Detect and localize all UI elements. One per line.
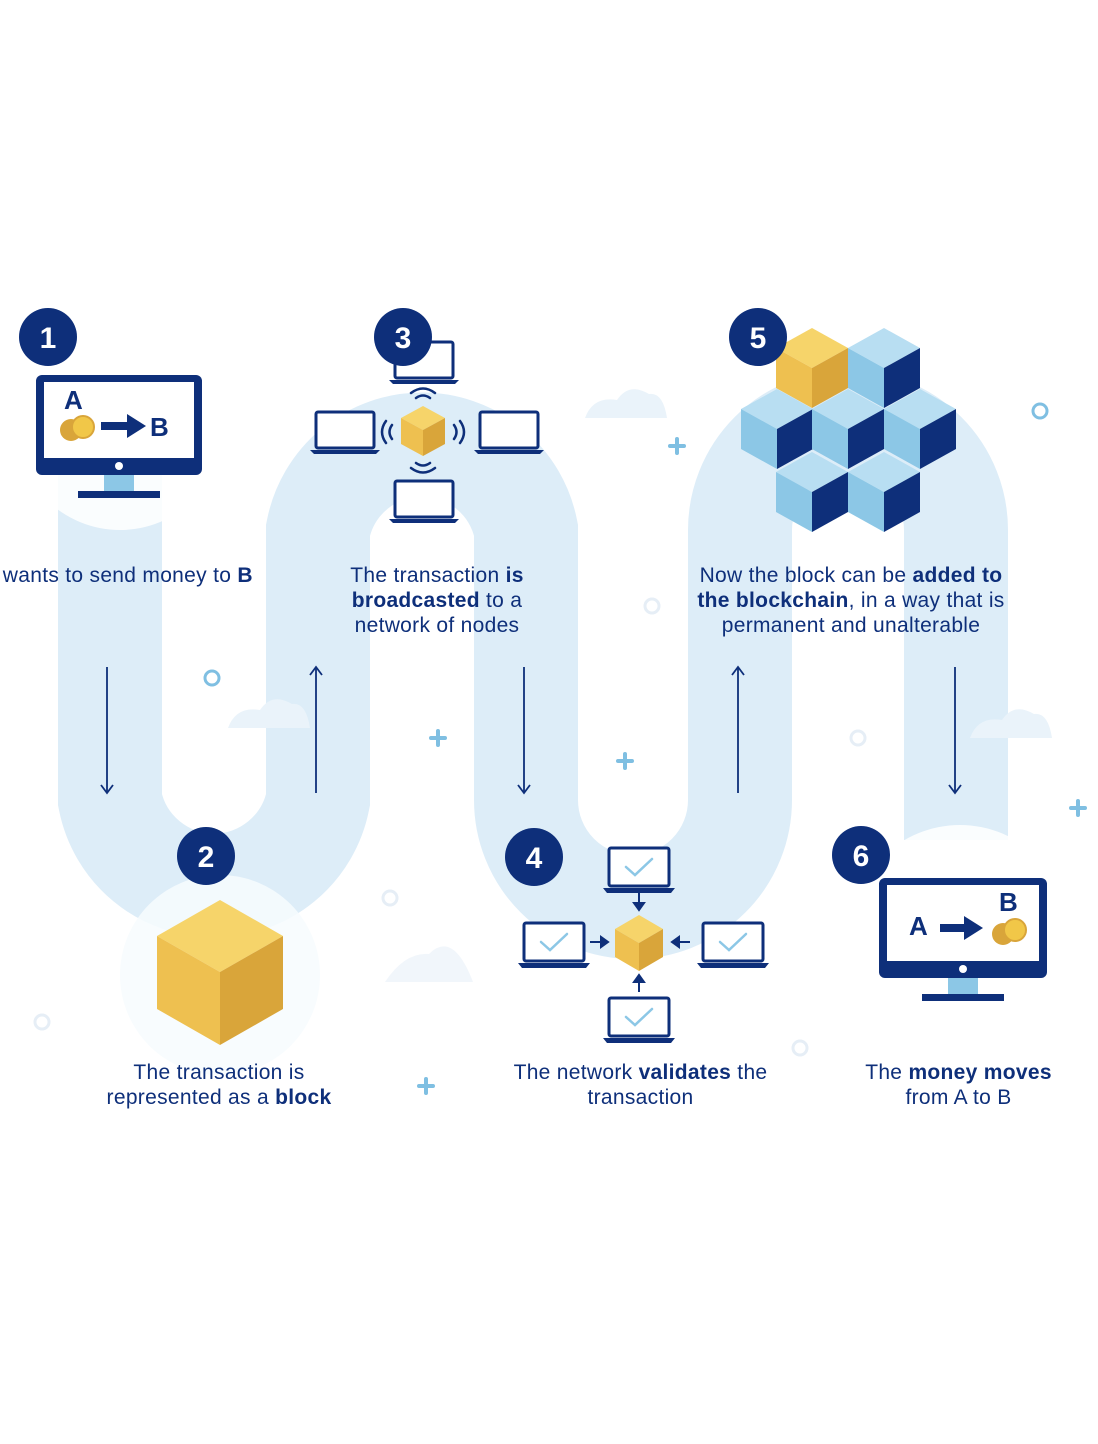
step-2-badge: 2 <box>177 827 235 885</box>
arrow-up-4 <box>731 665 745 793</box>
step-badges: 1 2 3 4 5 6 <box>19 308 890 886</box>
arrow-up-2 <box>309 665 323 793</box>
caption-bold: money moves <box>908 1061 1052 1084</box>
svg-text:6: 6 <box>853 840 870 873</box>
step-4-badge: 4 <box>505 828 563 886</box>
arrow-right-icon <box>940 916 983 940</box>
laptop-icon <box>387 479 461 525</box>
screen-label-a: A <box>64 385 83 415</box>
step-1-badge: 1 <box>19 308 77 366</box>
arrow-down-1 <box>100 667 114 795</box>
screen-label-b: B <box>999 887 1018 917</box>
laptop-icon <box>308 410 382 456</box>
laptop-check-icon <box>695 921 771 970</box>
step-1-caption: A wants to send money to B <box>0 563 277 588</box>
ring-decorations <box>33 402 1049 1057</box>
caption-text: from A to B <box>905 1086 1012 1109</box>
inward-arrows-icon <box>590 893 690 992</box>
caption-bold: validates <box>638 1061 732 1084</box>
caption-text: Now the block can be <box>699 564 913 587</box>
caption-bold: added to the blockchain <box>697 564 1003 612</box>
caption-text: the transaction <box>587 1061 768 1109</box>
svg-text:2: 2 <box>198 841 215 874</box>
laptop-icon <box>472 410 546 456</box>
arrow-down-5 <box>948 667 962 795</box>
caption-text: , in a way that is permanent and unalter… <box>721 589 1005 637</box>
caption-text: The network <box>513 1061 639 1084</box>
coins-icon <box>992 918 1027 945</box>
step-2-caption: The transaction is represented as a bloc… <box>74 1060 364 1110</box>
caption-bold: is broadcasted <box>351 564 524 612</box>
step-6-badge: 6 <box>832 826 890 884</box>
svg-text:3: 3 <box>395 322 412 355</box>
caption-text: The transaction <box>350 564 506 587</box>
laptop-check-icon <box>601 846 677 895</box>
laptop-check-icon <box>516 921 592 970</box>
step-3-caption: The transaction is broadcasted to a netw… <box>322 563 552 638</box>
computer-money-received-icon: A B <box>879 878 1047 1001</box>
signal-waves-icon <box>380 387 466 474</box>
caption-text: wants to send money to <box>0 564 238 587</box>
plus-decorations <box>417 437 1087 1095</box>
svg-text:4: 4 <box>526 842 543 875</box>
caption-text: The <box>865 1061 909 1084</box>
arrow-down-3 <box>517 667 531 795</box>
arrow-right-icon <box>101 414 146 438</box>
gold-block-icon <box>157 900 283 1045</box>
blockchain-cubes-icon <box>741 328 956 532</box>
laptop-check-icon <box>601 996 677 1045</box>
coins-icon <box>60 415 95 441</box>
caption-bold: block <box>275 1086 332 1109</box>
caption-bold: B <box>237 564 253 587</box>
step-5-badge: 5 <box>729 308 787 366</box>
svg-text:5: 5 <box>750 322 767 355</box>
gold-cube-in-chain <box>776 328 848 408</box>
step-6-caption: The money moves from A to B <box>846 1060 1071 1110</box>
step-4-caption: The network validates the transaction <box>498 1060 783 1110</box>
step-5-caption: Now the block can be added to the blockc… <box>696 563 1006 638</box>
svg-text:1: 1 <box>40 322 57 355</box>
cloud-decorations <box>228 389 1052 982</box>
small-gold-cube-icon <box>615 915 663 971</box>
computer-a-to-b-icon: A B <box>36 375 202 498</box>
broadcast-network-icon <box>308 340 546 525</box>
flow-arrows <box>100 665 962 795</box>
caption-text: to a network of nodes <box>354 589 523 637</box>
step-3-badge: 3 <box>374 308 432 366</box>
small-gold-cube-icon <box>401 406 445 456</box>
screen-label-a: A <box>909 911 928 941</box>
caption-text: The transaction is represented as a <box>106 1061 305 1109</box>
validation-network-icon <box>516 846 771 1045</box>
screen-label-b: B <box>150 412 169 442</box>
